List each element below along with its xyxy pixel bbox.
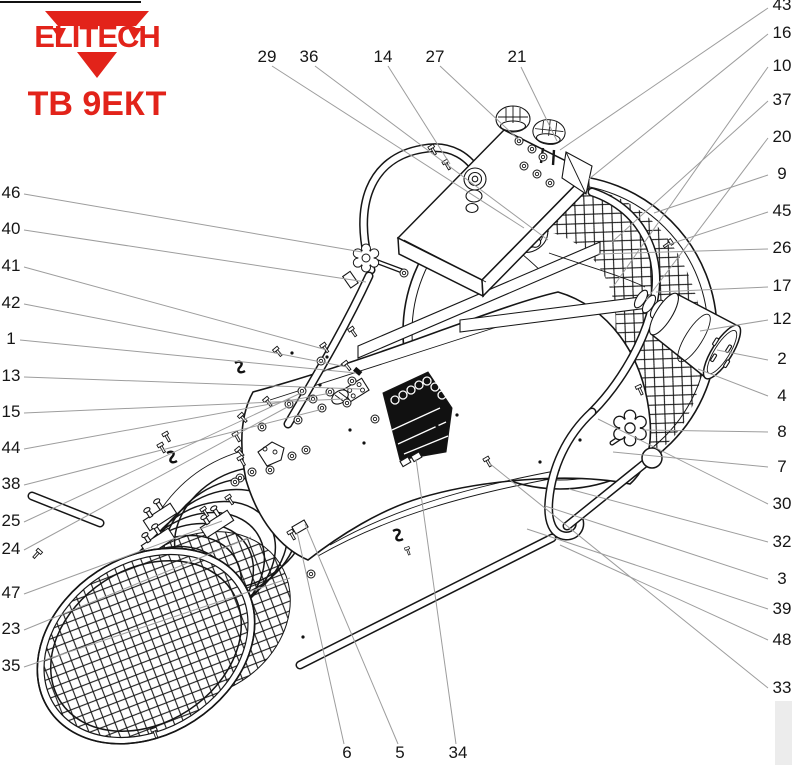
callout-13: 13	[2, 366, 21, 385]
callout-4: 4	[777, 386, 786, 405]
top-border-rule	[0, 1, 141, 3]
panel-support-rails	[357, 241, 649, 359]
model-name: ТВ 9ЕКТ	[28, 85, 167, 123]
callout-5: 5	[395, 743, 404, 762]
brand-name: ELITECH	[34, 19, 160, 54]
handle	[283, 143, 485, 429]
callout-25: 25	[2, 511, 21, 530]
callout-8: 8	[777, 422, 786, 441]
leader-lines	[19, 7, 769, 745]
logo-triangle-right	[128, 28, 142, 40]
callout-24: 24	[2, 539, 21, 558]
edge-artifact	[775, 701, 792, 765]
callout-21: 21	[508, 47, 527, 66]
callout-41: 41	[2, 256, 21, 275]
callout-10: 10	[773, 56, 792, 75]
callout-36: 36	[300, 47, 319, 66]
stand-foot-cap	[641, 447, 663, 469]
callout-39: 39	[773, 599, 792, 618]
brand-logo: ELITECH ТВ 9ЕКТ	[28, 11, 167, 123]
callout-16: 16	[773, 23, 792, 42]
callout-15: 15	[2, 402, 21, 421]
callout-46: 46	[2, 183, 21, 202]
callout-14: 14	[374, 47, 393, 66]
callout-labels: 29 36 14 27 21 43 16 10 37 20 9 45 26 17…	[2, 0, 792, 762]
callout-12: 12	[773, 309, 792, 328]
callout-29: 29	[258, 47, 277, 66]
callout-48: 48	[773, 630, 792, 649]
logo-triangle-left	[52, 28, 66, 40]
mode-switch-knob	[531, 117, 567, 147]
thermostat-knob	[495, 105, 531, 133]
capillary-tube	[548, 252, 646, 288]
callout-2: 2	[777, 349, 786, 368]
callout-27: 27	[426, 47, 445, 66]
heating-element	[382, 371, 453, 468]
callout-30: 30	[773, 494, 792, 513]
callout-38: 38	[2, 474, 21, 493]
body-seam-top	[269, 325, 501, 401]
callout-34: 34	[449, 743, 468, 762]
callout-47: 47	[2, 583, 21, 602]
power-connector	[633, 289, 742, 380]
heater-assembly	[27, 105, 742, 745]
callout-26: 26	[773, 238, 792, 257]
logo-v-icon	[77, 52, 117, 78]
callout-32: 32	[773, 532, 792, 551]
callout-42: 42	[2, 293, 21, 312]
washer-icon	[399, 268, 409, 278]
callout-1: 1	[6, 329, 15, 348]
control-panel	[396, 129, 593, 298]
front-outlet-ring	[36, 547, 256, 745]
fasteners	[30, 136, 675, 639]
callout-43: 43	[773, 0, 792, 14]
callout-7: 7	[777, 457, 786, 476]
logo-triangle-bar	[45, 11, 149, 26]
element-bolt	[353, 366, 363, 376]
stand-front-tube	[27, 491, 105, 528]
cable-clamp	[291, 519, 309, 535]
body-seam-bottom	[317, 469, 561, 557]
callout-3: 3	[777, 569, 786, 588]
callout-35: 35	[2, 656, 21, 675]
callout-17: 17	[773, 276, 792, 295]
callout-23: 23	[2, 619, 21, 638]
callout-33: 33	[773, 678, 792, 697]
mounting-bracket	[257, 441, 285, 467]
callout-44: 44	[2, 438, 21, 457]
callout-40: 40	[2, 219, 21, 238]
callout-9: 9	[777, 164, 786, 183]
callout-37: 37	[773, 90, 792, 109]
callout-45: 45	[773, 201, 792, 220]
callout-20: 20	[773, 127, 792, 146]
callout-6: 6	[342, 743, 351, 762]
